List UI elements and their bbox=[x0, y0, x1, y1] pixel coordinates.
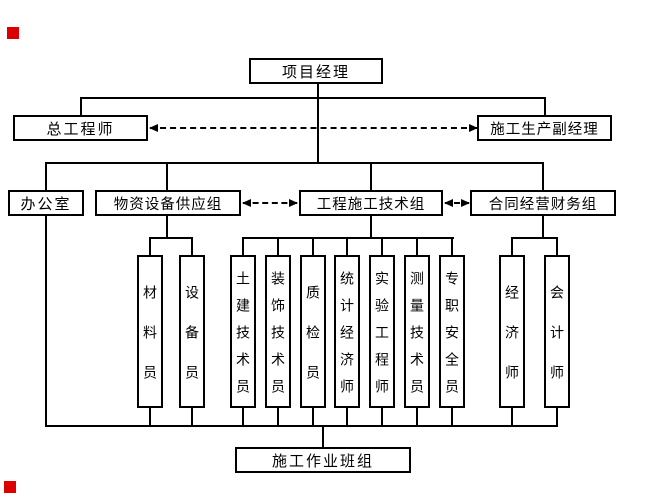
node-survey-technician: 测量技术员 bbox=[404, 255, 430, 408]
connector-line bbox=[312, 408, 314, 426]
connector-line bbox=[322, 427, 324, 447]
node-label: 质检员 bbox=[305, 284, 321, 405]
connector-line bbox=[45, 162, 544, 164]
connector-line bbox=[370, 164, 372, 190]
node-label: 经济师 bbox=[504, 284, 520, 405]
connector-line bbox=[511, 239, 513, 255]
connector-line bbox=[381, 239, 383, 255]
connector-line bbox=[416, 408, 418, 426]
red-marker-bottom-left bbox=[4, 481, 16, 493]
connector-line bbox=[346, 408, 348, 426]
connector-line bbox=[80, 99, 82, 115]
node-statistics-economist: 统计经济师 bbox=[334, 255, 360, 408]
node-label: 物资设备供应组 bbox=[113, 196, 223, 213]
connector-line bbox=[381, 408, 383, 426]
node-project-manager: 项目经理 bbox=[249, 58, 383, 84]
node-label: 工程施工技术组 bbox=[316, 196, 426, 213]
connector-line bbox=[191, 239, 193, 255]
connector-line bbox=[542, 216, 544, 237]
node-construction-work-team: 施工作业班组 bbox=[235, 447, 411, 473]
node-chief-engineer: 总工程师 bbox=[13, 115, 148, 141]
node-label: 装饰技术员 bbox=[270, 270, 286, 406]
connector-line bbox=[317, 83, 319, 98]
connector-line bbox=[149, 239, 151, 255]
connector-line bbox=[451, 239, 453, 255]
connector-line bbox=[556, 408, 558, 426]
dashed-arrow-chief-deputy bbox=[149, 124, 478, 132]
connector-line bbox=[370, 216, 372, 237]
node-label: 项目经理 bbox=[281, 63, 350, 81]
connector-line bbox=[542, 164, 544, 190]
connector-line bbox=[149, 237, 193, 239]
node-accountant: 会计师 bbox=[544, 255, 570, 408]
node-label: 土建技术员 bbox=[235, 270, 251, 406]
red-marker-top-left bbox=[7, 27, 19, 39]
node-label: 施工生产副经理 bbox=[490, 121, 599, 138]
node-fulltime-safety-officer: 专职安全员 bbox=[439, 255, 465, 408]
node-material-equipment-supply-group: 物资设备供应组 bbox=[95, 190, 241, 216]
connector-line bbox=[166, 164, 168, 190]
dashed-arrow-tech-finance bbox=[444, 199, 470, 207]
node-label: 施工作业班组 bbox=[271, 452, 374, 470]
node-decoration-technician: 装饰技术员 bbox=[265, 255, 291, 408]
node-label: 办公室 bbox=[20, 195, 72, 213]
node-label: 材料员 bbox=[142, 284, 158, 405]
connector-line bbox=[277, 239, 279, 255]
node-label: 实验工程师 bbox=[374, 270, 390, 406]
connector-line bbox=[511, 408, 513, 426]
node-civil-construction-technician: 土建技术员 bbox=[230, 255, 256, 408]
connector-line bbox=[544, 99, 546, 115]
node-equipment-clerk: 设备员 bbox=[179, 255, 205, 408]
connector-line bbox=[242, 239, 244, 255]
node-production-deputy-manager: 施工生产副经理 bbox=[477, 115, 612, 141]
connector-line bbox=[45, 216, 47, 427]
node-label: 测量技术员 bbox=[409, 270, 425, 406]
connector-line bbox=[312, 239, 314, 255]
node-label: 专职安全员 bbox=[444, 270, 460, 406]
connector-line bbox=[511, 237, 558, 239]
connector-line bbox=[45, 164, 47, 190]
connector-line bbox=[149, 408, 151, 426]
connector-line bbox=[416, 239, 418, 255]
node-engineering-construction-tech-group: 工程施工技术组 bbox=[299, 190, 443, 216]
node-label: 统计经济师 bbox=[339, 270, 355, 406]
connector-line bbox=[317, 99, 319, 162]
node-material-clerk: 材料员 bbox=[137, 255, 163, 408]
node-label: 总工程师 bbox=[46, 120, 115, 138]
node-contract-operation-finance-group: 合同经营财务组 bbox=[470, 190, 616, 216]
connector-line bbox=[346, 239, 348, 255]
node-economist: 经济师 bbox=[499, 255, 525, 408]
node-quality-inspector: 质检员 bbox=[300, 255, 326, 408]
connector-line bbox=[277, 408, 279, 426]
connector-line bbox=[451, 408, 453, 426]
node-label: 会计师 bbox=[549, 284, 565, 405]
node-office: 办公室 bbox=[8, 190, 84, 216]
connector-line bbox=[166, 216, 168, 237]
connector-line bbox=[242, 408, 244, 426]
node-label: 合同经营财务组 bbox=[488, 196, 598, 213]
node-experiment-engineer: 实验工程师 bbox=[369, 255, 395, 408]
dashed-arrow-supply-tech bbox=[242, 199, 298, 207]
connector-line bbox=[45, 425, 558, 427]
connector-line bbox=[556, 239, 558, 255]
connector-line bbox=[242, 237, 454, 239]
connector-line bbox=[191, 408, 193, 426]
connector-line bbox=[80, 97, 546, 99]
node-label: 设备员 bbox=[184, 284, 200, 405]
